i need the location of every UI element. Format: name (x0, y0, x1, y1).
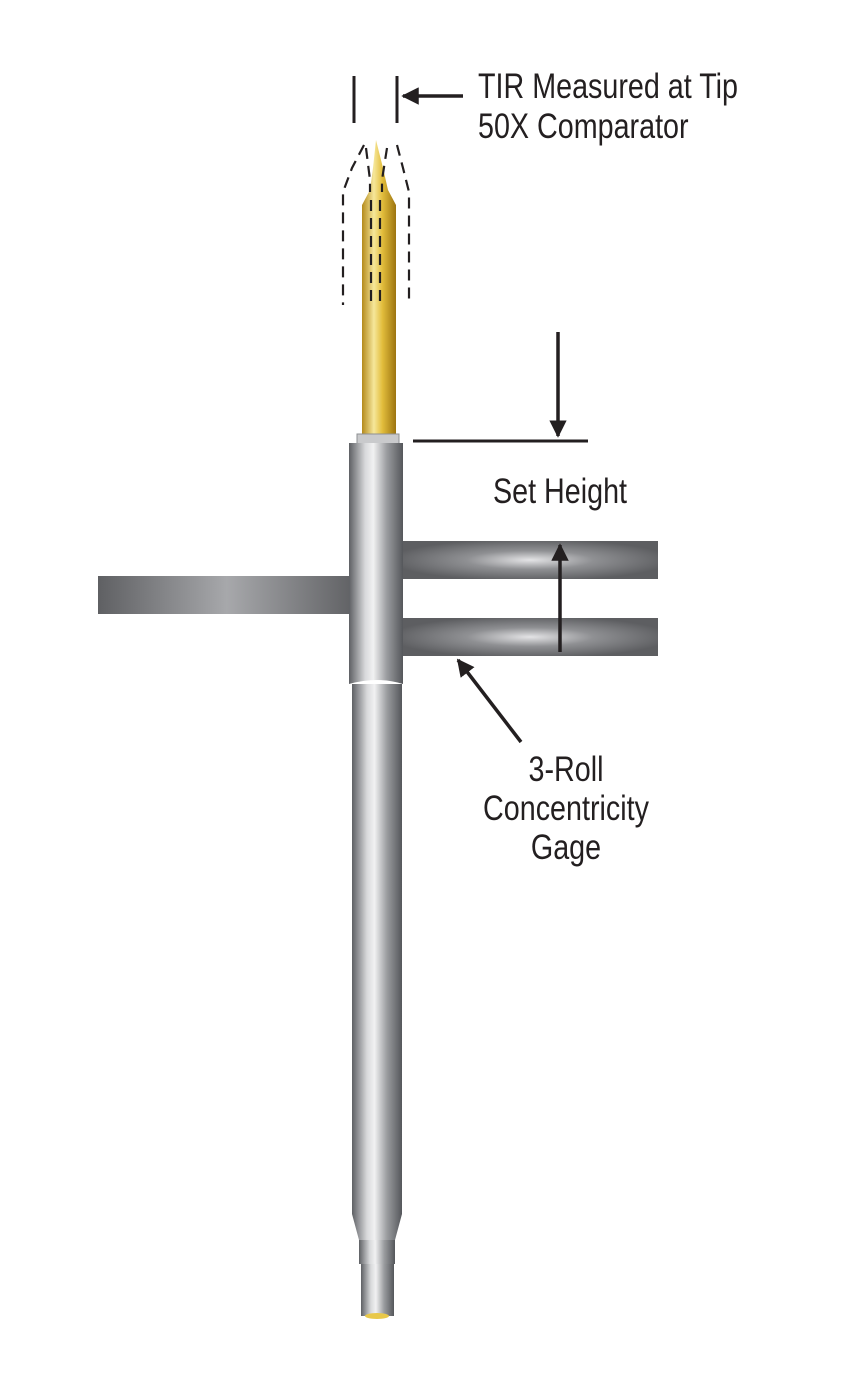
gold-plunger-tip (362, 140, 396, 436)
steel-barrel (349, 433, 403, 1319)
gage-label-line2: Concentricity (483, 789, 649, 828)
gage-arrow (456, 658, 523, 744)
set-height-label: Set Height (492, 472, 628, 511)
tip-deflection-outline (341, 144, 411, 305)
tir-label-line1: TIR Measured at Tip (478, 67, 739, 106)
gage-plate-right-lower (402, 618, 658, 656)
gage-plate-left (98, 576, 356, 614)
gage-label-line1: 3-Roll (528, 750, 604, 789)
gage-label-line3: Gage (530, 828, 602, 867)
tir-label-line2: 50X Comparator (478, 107, 689, 146)
gage-plate-right-upper (402, 541, 658, 579)
